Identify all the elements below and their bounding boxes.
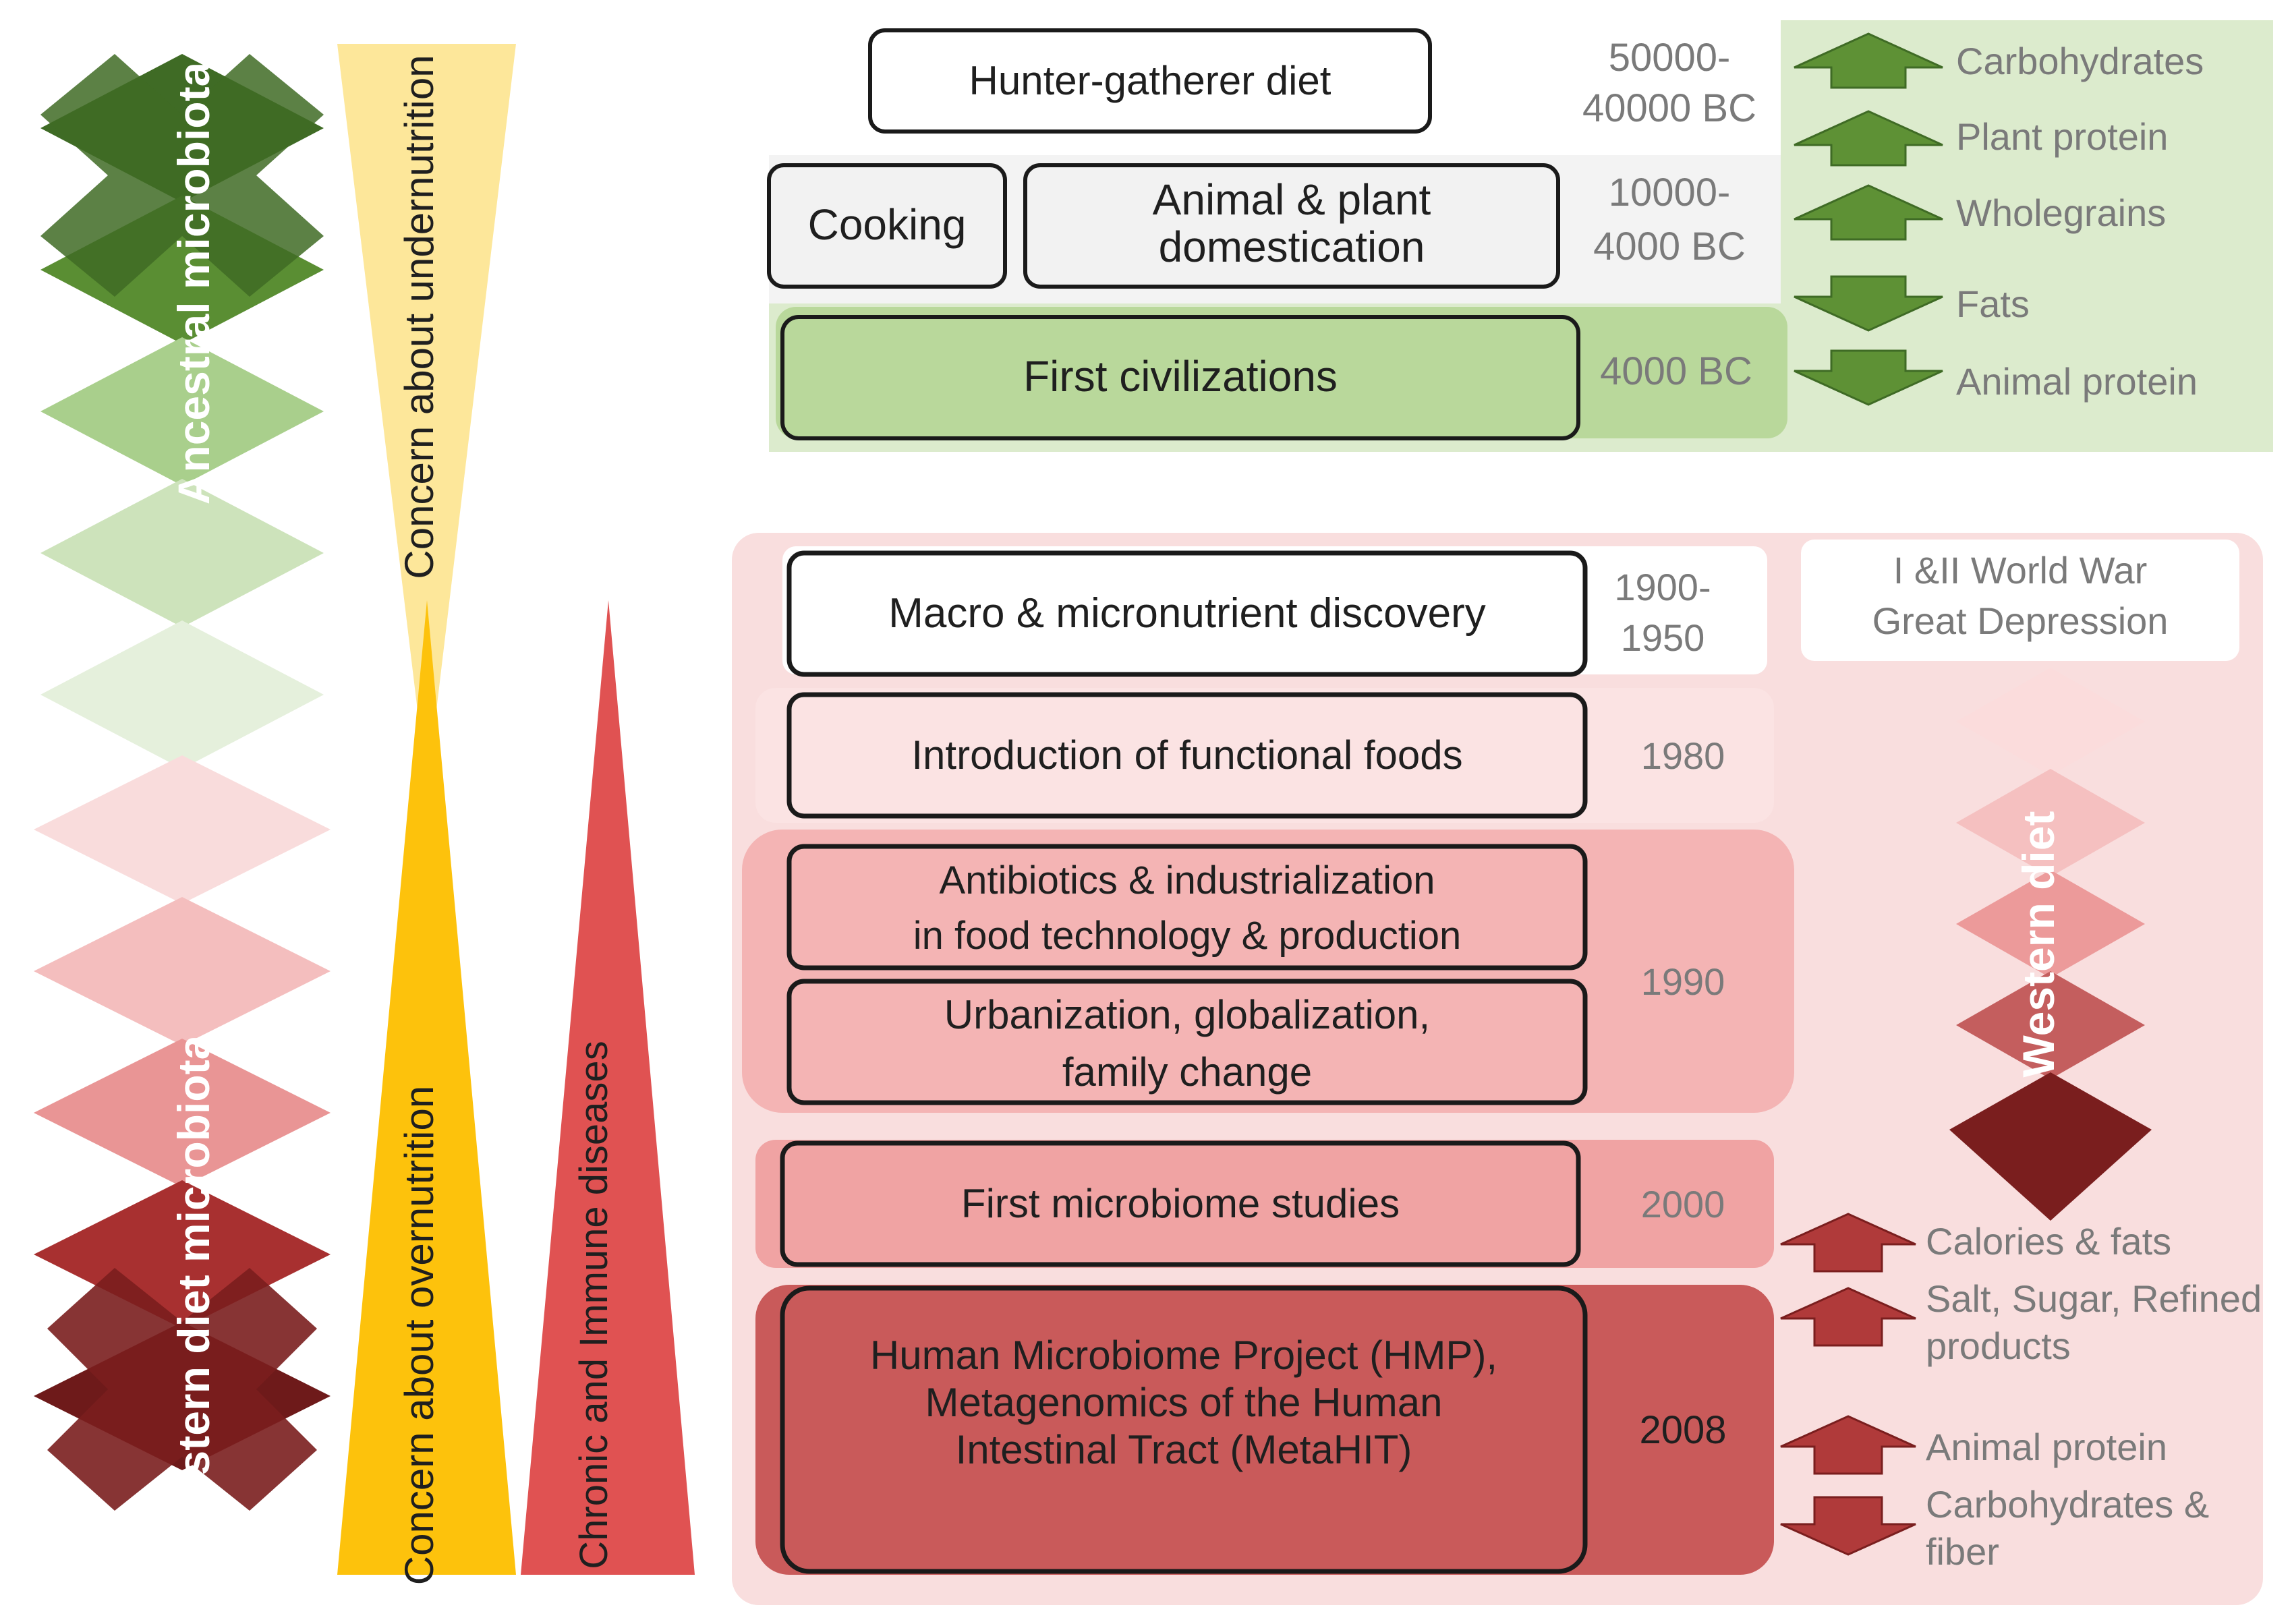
ancient-trend-label: Wholegrains <box>1956 192 2166 234</box>
modern-trend-label: fiber <box>1926 1530 1999 1573</box>
first-microbiome-label: First microbiome studies <box>961 1181 1400 1226</box>
civ-date: 4000 BC <box>1600 349 1752 393</box>
ancient-trend-arrows <box>1794 32 1943 406</box>
urbanization-label-1: Urbanization, globalization, <box>944 992 1430 1037</box>
dom-date-2: 4000 BC <box>1593 225 1746 268</box>
arrow-up-icon <box>1794 184 1943 241</box>
modern-trend-label: Calories & fats <box>1926 1220 2171 1263</box>
ancient-trend-label: Fats <box>1956 283 2030 325</box>
war-label-1: I &II World War <box>1893 549 2148 591</box>
hmp-label-3: Intestinal Tract (MetaHIT) <box>956 1427 1412 1472</box>
overnutrition-triangle <box>337 600 516 1575</box>
chevron-green-3 <box>40 337 324 486</box>
modern-trend-label: products <box>1926 1325 2071 1367</box>
functional-date: 1980 <box>1641 734 1725 777</box>
arrow-down-icon <box>1780 1496 1916 1556</box>
urbanization-date: 1990 <box>1641 960 1725 1003</box>
arrow-up-icon <box>1780 1287 1916 1347</box>
concern-triangles: Concern about undernutrition Concern abo… <box>337 44 695 1585</box>
modern-panel: Macro & micronutrient discovery 1900- 19… <box>732 533 2263 1605</box>
hmp-box <box>780 1285 1588 1574</box>
overnutrition-label: Concern about overnutrition <box>397 1086 442 1585</box>
macro-box <box>786 550 1588 677</box>
civilizations-box <box>780 315 1580 440</box>
chevron-western-5 <box>1949 1072 2152 1221</box>
ancient-trend-label: Plant protein <box>1956 115 2168 158</box>
hunter-date-2: 40000 BC <box>1582 86 1756 130</box>
arrow-up-icon <box>1780 1213 1916 1273</box>
western-x-shape <box>47 1268 317 1511</box>
antibiotics-label-1: Antibiotics & industrialization <box>939 859 1435 902</box>
western-microbiota-label: Western diet microbiota <box>169 1034 219 1541</box>
civilizations-label: First civilizations <box>1023 352 1338 401</box>
arrow-up-icon <box>1794 110 1943 167</box>
hmp-date: 2008 <box>1639 1408 1726 1452</box>
macro-date-1: 1900- <box>1614 566 1711 608</box>
chevron-western-4 <box>1956 971 2145 1079</box>
functional-foods-label: Introduction of functional foods <box>911 732 1462 778</box>
chevron-green-5 <box>40 620 324 769</box>
arrow-down-icon <box>1794 275 1943 332</box>
chevron-green-4 <box>40 479 324 627</box>
modern-trend-label: Carbohydrates & <box>1926 1483 2209 1526</box>
ancient-trend-label: Carbohydrates <box>1956 40 2204 82</box>
modern-trend-label: Animal protein <box>1926 1426 2167 1468</box>
hunter-date-1: 50000- <box>1609 36 1731 80</box>
domestication-box <box>1023 163 1560 289</box>
first-microbiome-date: 2000 <box>1641 1183 1725 1225</box>
ancient-panel: Hunter-gatherer diet 50000- 40000 BC Coo… <box>767 20 2273 452</box>
cooking-label: Cooking <box>808 200 967 249</box>
hunter-gatherer-label: Hunter-gatherer diet <box>969 58 1331 103</box>
undernutrition-triangle <box>337 44 516 789</box>
arrow-up-icon <box>1794 32 1943 89</box>
hmp-label-1: Human Microbiome Project (HMP), <box>870 1333 1497 1378</box>
chevron-western-2 <box>1956 769 2145 877</box>
chevron-pink-3 <box>34 1039 331 1187</box>
antibiotics-box <box>786 844 1588 970</box>
war-label-2: Great Depression <box>1872 600 2169 642</box>
undernutrition-label: Concern about undernutrition <box>397 55 442 579</box>
chronic-label: Chronic and Immune diseases <box>572 1041 616 1569</box>
war-box-bg <box>1801 540 2239 661</box>
chevron-western-1 <box>1956 668 2145 776</box>
chevron-pink-2 <box>34 897 331 1045</box>
antibiotics-label-2: in food technology & production <box>913 914 1462 958</box>
domestication-label-1: Animal & plant <box>1153 175 1431 224</box>
hmp-label-2: Metagenomics of the Human <box>925 1380 1442 1425</box>
functional-foods-box <box>786 692 1588 819</box>
urbanization-label-2: family change <box>1062 1049 1312 1095</box>
modern-trend-arrows <box>1780 1213 1916 1556</box>
dom-date-1: 10000- <box>1609 171 1731 214</box>
western-diet-label: Western diet <box>2013 811 2063 1078</box>
cooking-box <box>767 163 1007 289</box>
chevron-pink-1 <box>34 755 331 904</box>
arrow-up-icon <box>1780 1415 1916 1475</box>
microbiota-chevron-column: Ancestral microbiota Western diet microb… <box>34 54 331 1541</box>
urbanization-box <box>786 979 1588 1105</box>
chronic-triangle <box>521 600 695 1575</box>
ancestral-microbiota-label: Ancestral microbiota <box>169 61 219 504</box>
chevron-western-3 <box>1956 870 2145 978</box>
macro-date-2: 1950 <box>1621 616 1705 659</box>
ancestral-x-shape <box>40 54 324 297</box>
arrow-down-icon <box>1794 349 1943 406</box>
hunter-gatherer-box <box>868 28 1432 134</box>
domestication-label-2: domestication <box>1159 223 1425 271</box>
modern-trend-label: Salt, Sugar, Refined <box>1926 1277 2262 1320</box>
first-microbiome-box <box>780 1140 1581 1267</box>
ancient-trend-label: Animal protein <box>1956 360 2198 403</box>
macro-label: Macro & micronutrient discovery <box>888 590 1486 637</box>
western-diet-chevrons: Western diet <box>1949 668 2152 1221</box>
